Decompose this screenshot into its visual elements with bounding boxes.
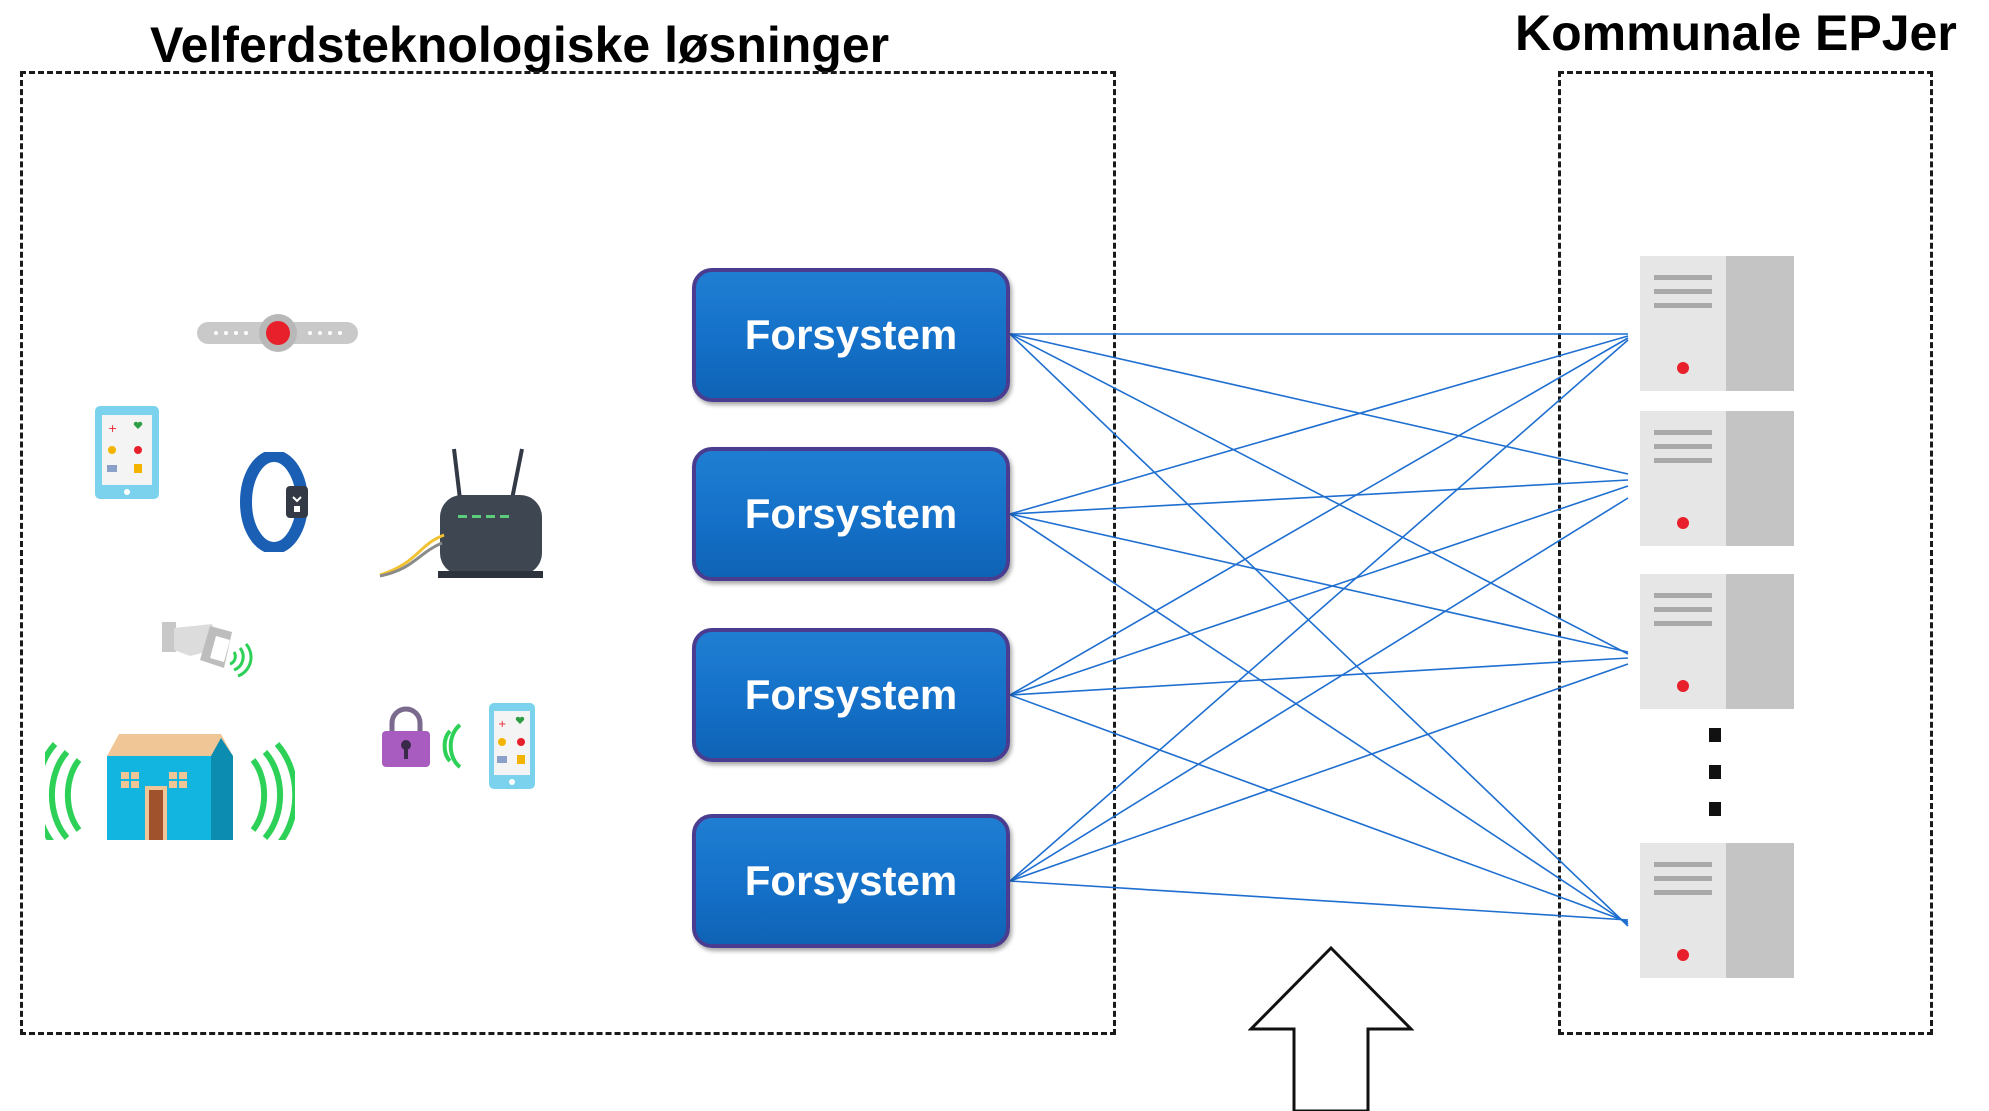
sensor-icon xyxy=(162,622,253,678)
server-icon xyxy=(1640,843,1794,978)
connection-line xyxy=(1009,339,1629,882)
forsystem-label: Forsystem xyxy=(744,311,958,358)
tablet-icon: + xyxy=(95,406,159,499)
vertical-ellipsis-icon xyxy=(1709,728,1721,816)
forsystem-label: Forsystem xyxy=(744,857,958,904)
connection-line xyxy=(1009,513,1629,653)
municipal-epj-group xyxy=(1558,71,1933,1035)
connection-line xyxy=(1009,694,1629,923)
svg-text:+: + xyxy=(108,422,117,435)
connection-line xyxy=(1009,663,1629,882)
connection-line xyxy=(1009,335,1629,515)
connection-line xyxy=(1009,497,1629,882)
forsystem-box: Forsystem xyxy=(692,814,1010,948)
connection-line xyxy=(1009,337,1629,696)
phone-icon: + xyxy=(489,703,535,789)
server-icon xyxy=(1640,574,1794,709)
connection-line xyxy=(1009,485,1629,696)
forsystem-box: Forsystem xyxy=(692,268,1010,402)
fitness-band-icon xyxy=(240,452,308,552)
epj-title: Kommunale EPJer xyxy=(1515,5,1957,61)
connection-line xyxy=(1009,333,1629,927)
connection-line xyxy=(1009,333,1629,655)
router-icon xyxy=(379,448,543,578)
forsystem-box: Forsystem xyxy=(692,628,1010,762)
smart-house-icon xyxy=(45,734,295,840)
connection-line xyxy=(1009,657,1629,696)
solutions-title: Velferdsteknologiske løsninger xyxy=(150,17,890,73)
server-icon xyxy=(1640,256,1794,391)
forsystem-label: Forsystem xyxy=(744,671,958,718)
connection-line xyxy=(1009,880,1629,921)
smart-lock-icon xyxy=(382,706,462,769)
connection-line xyxy=(1009,513,1629,925)
alarm-bracelet-icon xyxy=(197,314,358,352)
server-icon xyxy=(1640,411,1794,546)
up-arrow-icon xyxy=(1248,945,1414,1111)
connection-line xyxy=(1009,333,1629,475)
forsystem-box: Forsystem xyxy=(692,447,1010,581)
svg-text:+: + xyxy=(498,719,506,730)
connection-line xyxy=(1009,479,1629,515)
welfare-technology-group xyxy=(20,71,1116,1035)
forsystem-label: Forsystem xyxy=(744,490,958,537)
